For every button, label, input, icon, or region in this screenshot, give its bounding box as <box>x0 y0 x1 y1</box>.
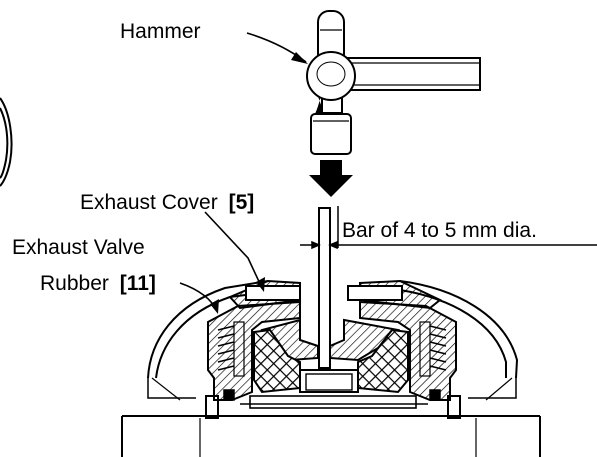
exhaust-valve-rubber-shape <box>253 328 409 394</box>
exhaust-cover-shape <box>147 280 519 401</box>
partial-detail-circle <box>0 97 13 187</box>
bar-label: Bar of 4 to 5 mm dia. <box>342 219 537 242</box>
exhaust-valve-label-line2: Rubber [11] <box>40 272 156 295</box>
down-arrow-icon <box>309 160 353 197</box>
valve-body-base <box>121 415 541 457</box>
hammer-illustration <box>306 10 481 155</box>
hammer-label: Hammer <box>120 20 201 43</box>
leader-lines <box>179 32 308 314</box>
side-spring-details <box>205 321 461 419</box>
bar-diameter-dimension <box>300 206 597 250</box>
exhaust-cover-label: Exhaust Cover [5] <box>80 191 254 214</box>
exhaust-valve-label-line1: Exhaust Valve <box>12 236 145 259</box>
bar-rod <box>318 207 331 369</box>
